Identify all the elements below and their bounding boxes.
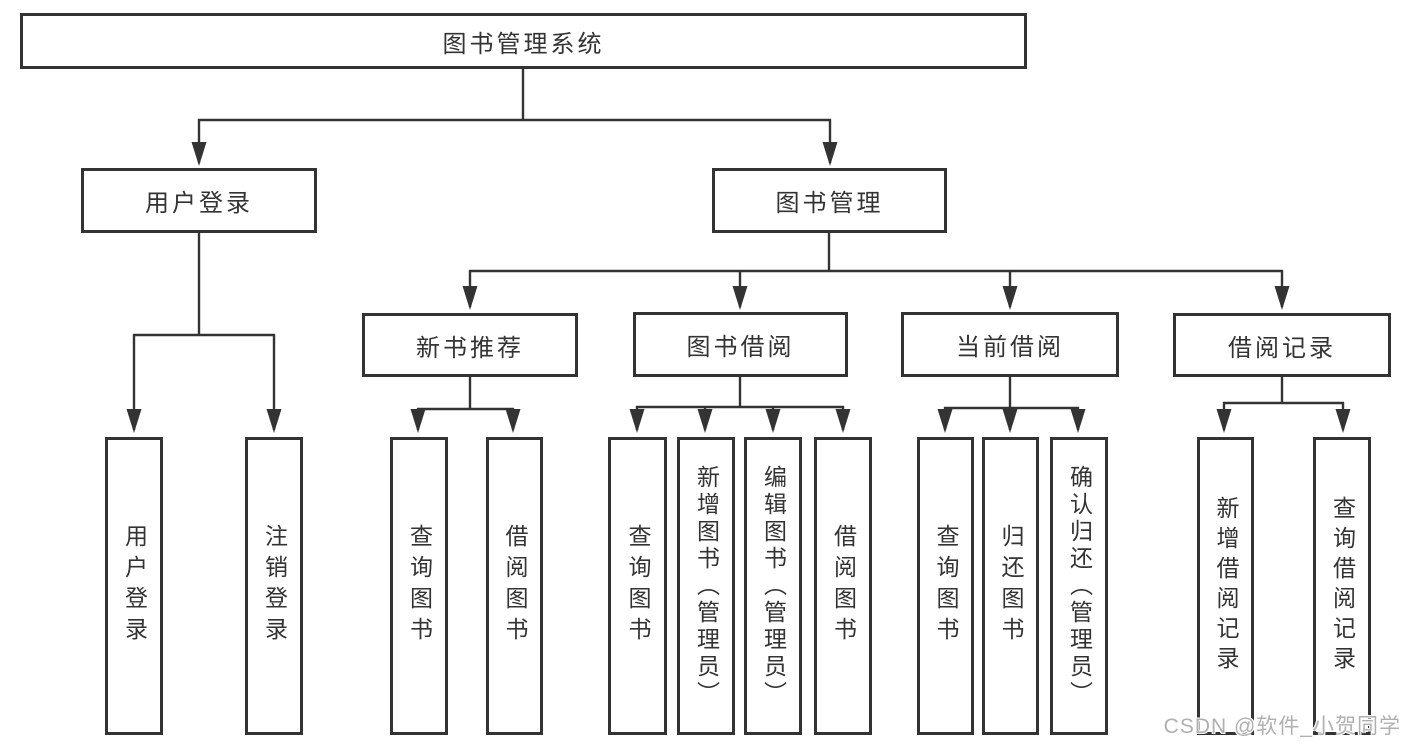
connector-current-borrow-to-leaves: [937, 376, 1086, 433]
node-current-borrow: 当前借阅: [901, 312, 1119, 377]
leaf-record-query-borrow-record: 查询借阅记录: [1313, 437, 1371, 735]
leaf-bookborrow-add-book-admin: 新增图书（管理员）: [677, 437, 735, 735]
leaf-record-add-borrow-record: 新增借阅记录: [1197, 437, 1254, 735]
node-root-label: 图书管理系统: [442, 30, 605, 58]
leaf-logout-login: 注销登录: [245, 437, 303, 735]
node-borrow-record: 借阅记录: [1173, 313, 1391, 377]
node-new-book-recommend-label: 新书推荐: [416, 334, 524, 362]
leaf-bookborrow-borrow-book: 借阅图书: [814, 437, 872, 735]
connector-book-borrow-to-leaves: [629, 376, 851, 433]
csdn-watermark: CSDN @软件_小贺同学: [1163, 715, 1401, 738]
node-user-login-label: 用户登录: [145, 190, 253, 217]
node-user-login: 用户登录: [81, 168, 317, 233]
leaf-newbook-borrow-book: 借阅图书: [486, 437, 543, 735]
node-book-borrow: 图书借阅: [633, 312, 848, 377]
connector-new-book-to-leaves: [410, 376, 521, 433]
connector-root-to-level2: [191, 68, 838, 166]
leaf-current-query-book: 查询图书: [917, 437, 974, 735]
node-book-management-label: 图书管理: [775, 190, 884, 217]
leaf-newbook-query-book: 查询图书: [390, 437, 448, 735]
leaf-current-return-book: 归还图书: [982, 437, 1039, 735]
connector-user-login-to-leaves: [126, 232, 282, 433]
node-new-book-recommend: 新书推荐: [362, 313, 578, 377]
leaf-bookborrow-edit-book-admin: 编辑图书（管理员）: [744, 437, 802, 735]
leaf-current-confirm-return-admin: 确认归还（管理员）: [1050, 437, 1108, 735]
leaf-user-login: 用户登录: [105, 437, 163, 735]
node-book-borrow-label: 图书借阅: [686, 334, 795, 361]
node-current-borrow-label: 当前借阅: [956, 334, 1064, 361]
node-book-management: 图书管理: [712, 168, 947, 233]
node-root-library-management-system: 图书管理系统: [20, 13, 1027, 69]
leaf-bookborrow-query-book: 查询图书: [608, 437, 667, 735]
node-borrow-record-label: 借阅记录: [1228, 334, 1336, 362]
connector-book-management-to-level3: [462, 232, 1290, 310]
connector-borrow-record-to-leaves: [1216, 376, 1351, 433]
